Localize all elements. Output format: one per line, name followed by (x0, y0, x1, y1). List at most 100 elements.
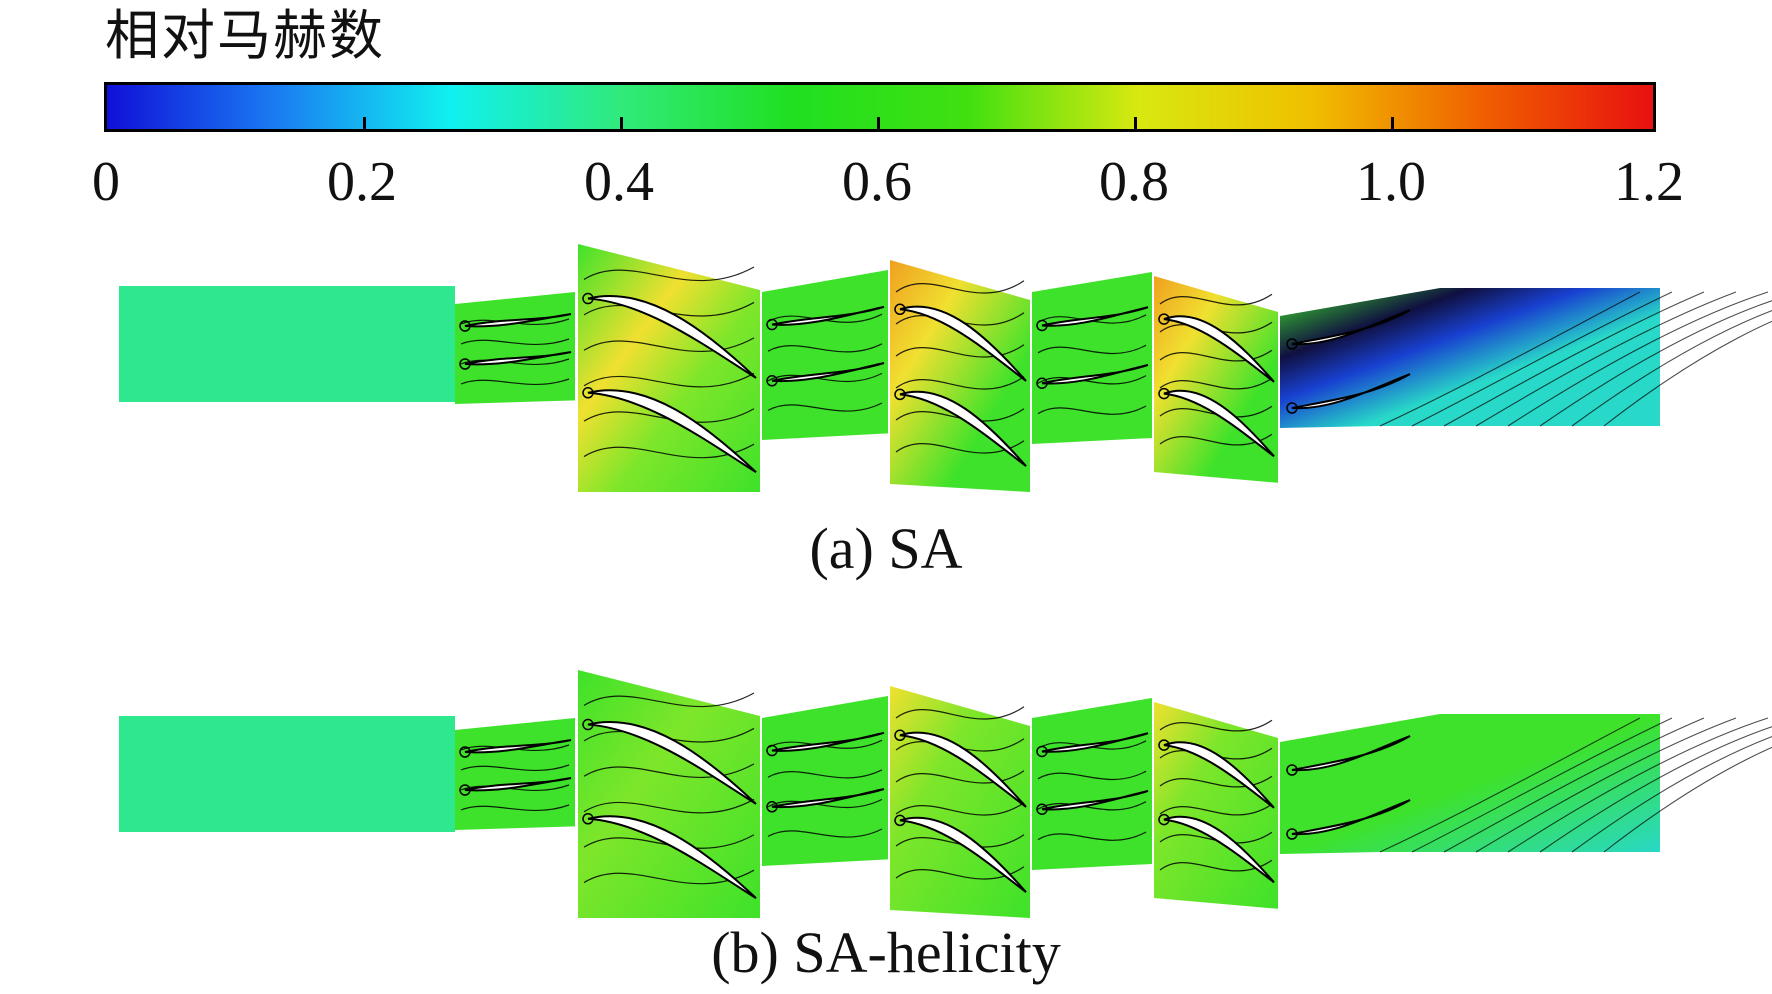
contour-line (460, 804, 570, 812)
contour-line (583, 692, 755, 708)
contour-line (1443, 291, 1705, 427)
panel-sa (0, 244, 1772, 496)
outlet-region (1280, 288, 1660, 428)
blade (464, 739, 572, 754)
contour-line (1507, 291, 1769, 427)
contour-line (895, 770, 1025, 784)
contour-line (767, 372, 883, 383)
blade-leading-edge (1286, 828, 1298, 840)
contour-line (767, 828, 883, 838)
contour-line (583, 798, 755, 814)
colorbar-tick-label: 0.6 (842, 151, 912, 213)
contour-line (1037, 831, 1147, 841)
blade-row-passage (890, 260, 1030, 492)
panel-sa-helicity (0, 670, 1772, 918)
contour-line (460, 378, 570, 386)
blade (1163, 741, 1275, 809)
contour-line (583, 372, 755, 388)
colorbar-tick-label: 0.8 (1099, 151, 1169, 213)
colorbar-tick (1391, 117, 1394, 129)
blade (1163, 389, 1275, 458)
caption-sa: (a) SA (809, 516, 963, 581)
contour-line (1159, 803, 1273, 816)
blade-leading-edge (1158, 313, 1170, 325)
blade-leading-edge (582, 387, 594, 399)
contour-line (1159, 775, 1273, 788)
contour-line (1159, 405, 1273, 418)
contour-line (1159, 831, 1273, 844)
blade (1291, 309, 1411, 346)
blade-leading-edge (1158, 739, 1170, 751)
blade-row-passage (1154, 702, 1278, 909)
blade-leading-edge (582, 292, 594, 305)
colorbar-tick-label: 0 (92, 151, 120, 213)
contour-line (1475, 291, 1737, 427)
caption-sa-helicity: (b) SA-helicity (711, 920, 1061, 985)
blade-leading-edge (1036, 745, 1048, 758)
contour-line (1379, 717, 1641, 853)
blade (1041, 732, 1149, 753)
contour-line (895, 344, 1025, 358)
blade (587, 295, 757, 379)
blade-leading-edge (894, 303, 906, 316)
contour-line (583, 763, 755, 779)
blade-leading-edge (582, 718, 594, 731)
blade-row-passage (890, 686, 1030, 918)
blade (899, 305, 1027, 382)
blade (771, 788, 885, 809)
blade-row-passage (762, 270, 888, 440)
blade-leading-edge (1158, 813, 1170, 826)
contour-line (895, 376, 1025, 390)
contour-line (767, 402, 883, 412)
blade-row-passage (762, 696, 888, 866)
contour-line (1037, 801, 1147, 811)
blade-row-passage (1154, 276, 1278, 483)
blade-leading-edge (459, 320, 471, 332)
outlet-region (1280, 714, 1660, 854)
blade (899, 816, 1027, 893)
colorbar-tick-label: 0.2 (327, 151, 397, 213)
colorbar-tick-label: 0.4 (584, 151, 654, 213)
contour-line (1571, 736, 1772, 853)
blade-leading-edge (459, 358, 471, 370)
blade-leading-edge (1286, 338, 1298, 350)
blade-leading-edge (766, 375, 778, 387)
contour-line (767, 769, 883, 779)
contour-line (895, 408, 1025, 422)
blade (587, 721, 757, 805)
blade (899, 731, 1027, 808)
contour-line (583, 337, 755, 353)
contour-line (1159, 293, 1273, 306)
blade (464, 777, 572, 792)
blade-leading-edge (459, 784, 471, 796)
blade-row-passage (1032, 698, 1152, 870)
contour-line (460, 764, 570, 772)
colorbar-tick-label: 1.0 (1356, 151, 1426, 213)
blade-leading-edge (894, 814, 906, 827)
contour-line (1037, 770, 1147, 781)
inlet-duct (119, 716, 455, 832)
contour-line (767, 798, 883, 809)
colorbar-tick (877, 117, 880, 129)
blade-leading-edge (459, 746, 471, 758)
blade-row-passage (455, 292, 575, 404)
contour-line (1603, 320, 1772, 427)
contour-line (583, 834, 755, 849)
blade (464, 313, 572, 328)
contour-line (895, 706, 1025, 720)
blade-leading-edge (1286, 764, 1298, 776)
blade-leading-edge (894, 729, 906, 742)
blade-leading-edge (1036, 319, 1048, 332)
contour-line (1037, 405, 1147, 415)
blade-leading-edge (894, 388, 906, 401)
blade (1041, 306, 1149, 327)
contour-line (1539, 300, 1772, 427)
blade-leading-edge (1036, 377, 1048, 389)
contour-line (1159, 349, 1273, 362)
contour-line (1475, 717, 1737, 853)
blade-leading-edge (1036, 803, 1048, 815)
blade (899, 390, 1027, 467)
blade (771, 362, 885, 383)
blade-row-passage (455, 718, 575, 830)
contour-line (1159, 719, 1273, 732)
